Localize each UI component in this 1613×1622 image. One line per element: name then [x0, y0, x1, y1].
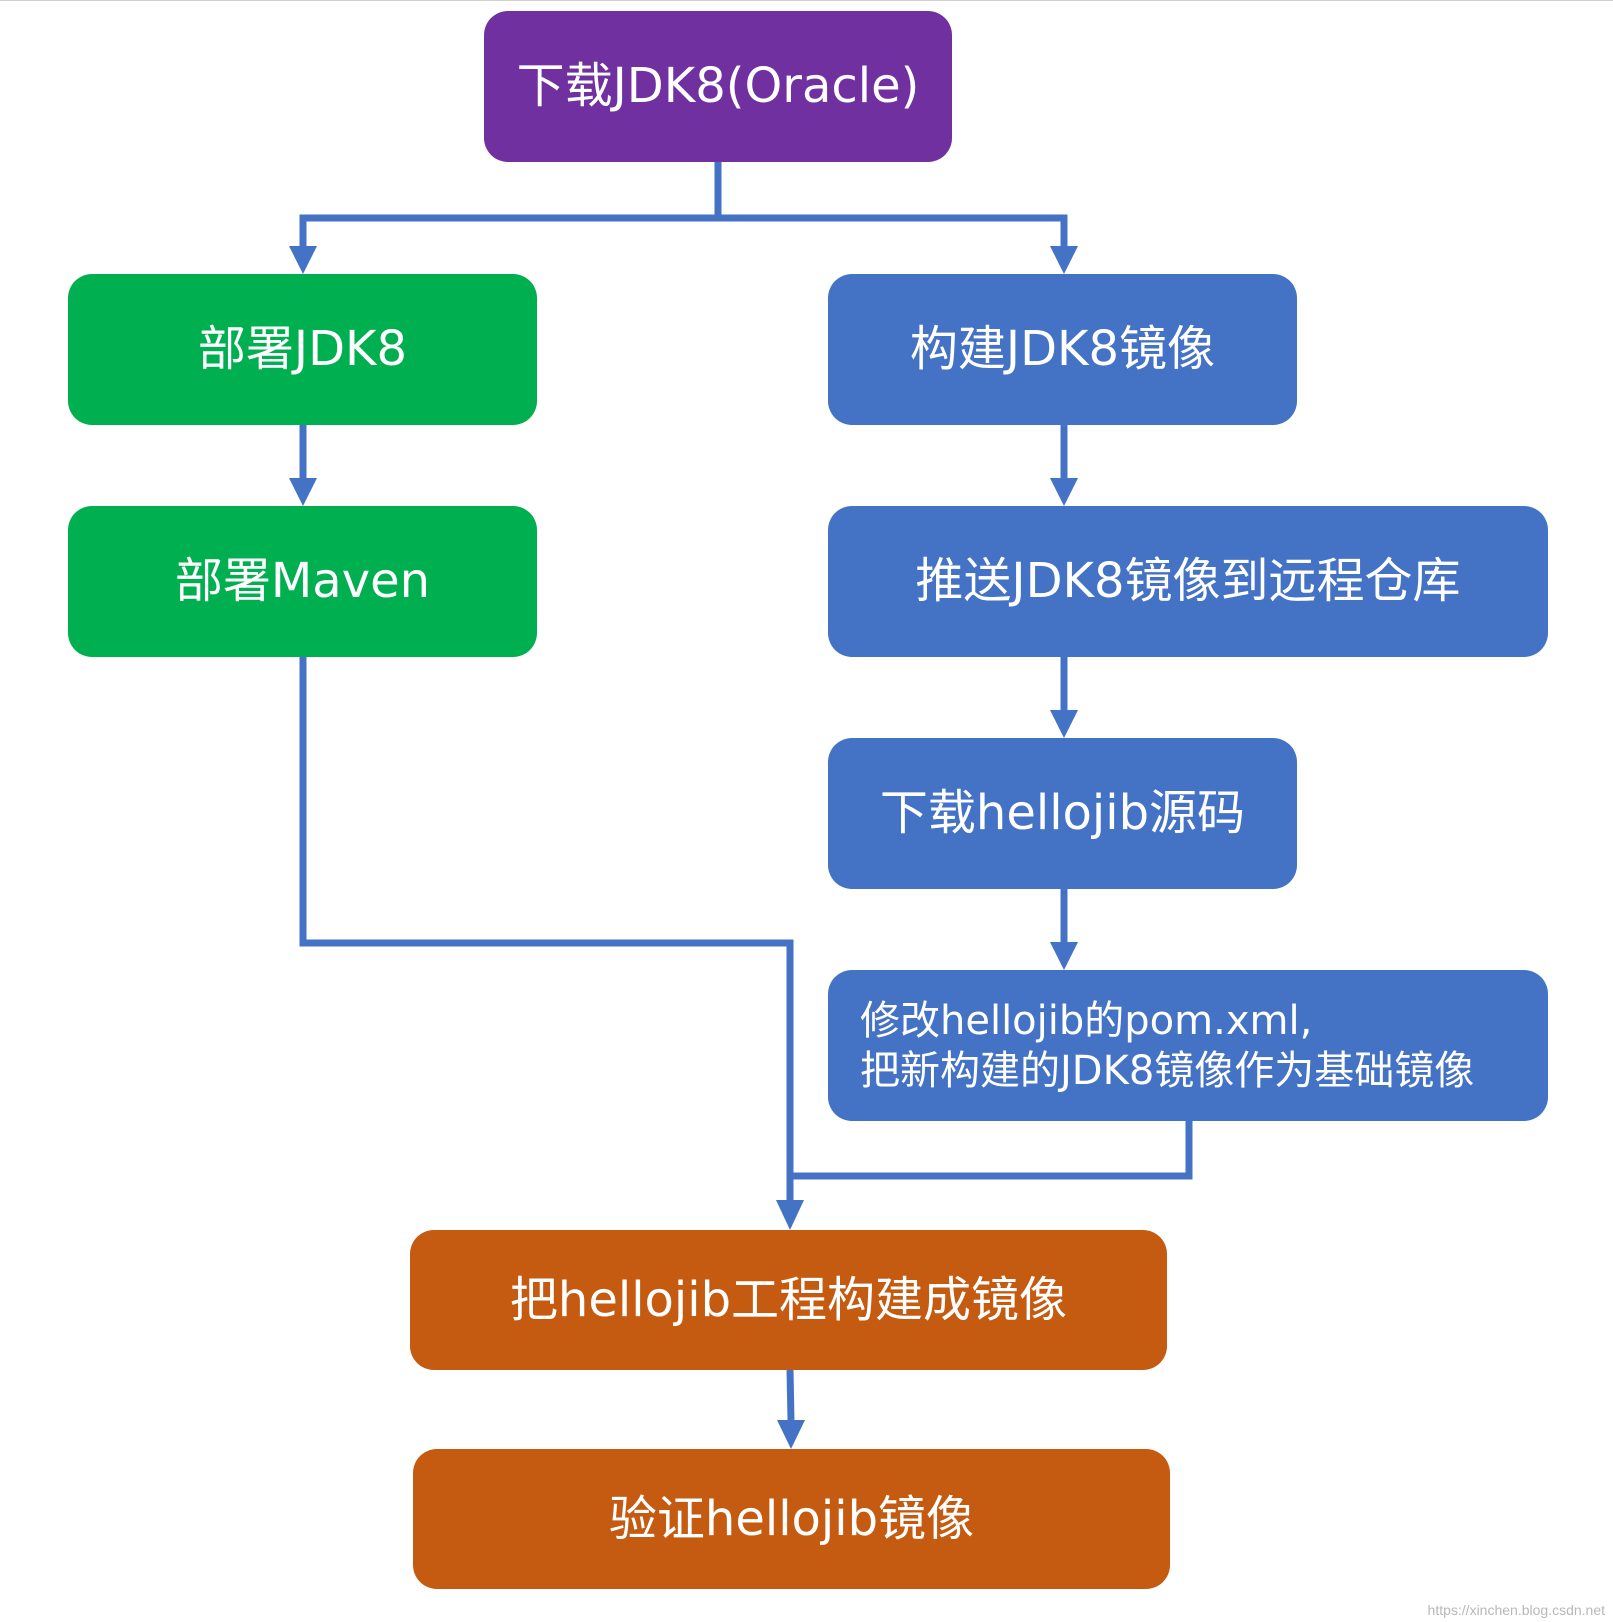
node-modify-pom-line1: 修改hellojib的pom.xml, — [860, 997, 1313, 1044]
arrowhead-verify — [777, 1420, 805, 1449]
arrowhead-deploy-jdk — [289, 246, 317, 274]
arrowhead-build-project — [776, 1200, 804, 1230]
arrowhead-download-src — [1050, 710, 1078, 738]
node-deploy-jdk: 部署JDK8 — [68, 274, 537, 425]
node-build-jdk-image: 构建JDK8镜像 — [828, 274, 1297, 425]
arrowhead-push-image — [1050, 478, 1078, 506]
node-download-hellojib-source: 下载hellojib源码 — [828, 738, 1297, 889]
watermark: https://xinchen.blog.csdn.net — [1427, 1602, 1605, 1618]
node-verify-hellojib-image-label: 验证hellojib镜像 — [608, 1490, 975, 1547]
node-build-hellojib-image-label: 把hellojib工程构建成镜像 — [509, 1271, 1068, 1328]
connector-pom-to-merge — [790, 1121, 1193, 1180]
node-modify-pom: 修改hellojib的pom.xml, 把新构建的JDK8镜像作为基础镜像 — [828, 970, 1548, 1121]
node-build-hellojib-image: 把hellojib工程构建成镜像 — [410, 1230, 1167, 1370]
arrowhead-modify-pom — [1050, 942, 1078, 970]
node-push-jdk-image: 推送JDK8镜像到远程仓库 — [828, 506, 1548, 657]
node-download-jdk: 下载JDK8(Oracle) — [484, 11, 952, 162]
node-deploy-maven: 部署Maven — [68, 506, 537, 657]
node-deploy-maven-label: 部署Maven — [174, 553, 431, 610]
node-build-jdk-image-label: 构建JDK8镜像 — [909, 321, 1216, 378]
top-rule — [0, 0, 1613, 1]
node-deploy-jdk-label: 部署JDK8 — [197, 321, 408, 378]
connector-maven-to-build-project — [299, 657, 794, 1200]
node-push-jdk-image-label: 推送JDK8镜像到远程仓库 — [915, 553, 1461, 610]
arrowhead-deploy-maven — [289, 478, 317, 506]
node-download-jdk-label: 下载JDK8(Oracle) — [516, 58, 920, 115]
connector-build-project-to-verify — [786, 1369, 795, 1421]
node-verify-hellojib-image: 验证hellojib镜像 — [413, 1449, 1170, 1589]
connector-to-deploy-jdk — [299, 214, 718, 246]
connector-to-build-image — [718, 214, 1068, 246]
arrowhead-build-image — [1050, 246, 1078, 274]
node-download-hellojib-source-label: 下载hellojib源码 — [879, 785, 1246, 842]
node-modify-pom-line2: 把新构建的JDK8镜像作为基础镜像 — [860, 1047, 1475, 1094]
